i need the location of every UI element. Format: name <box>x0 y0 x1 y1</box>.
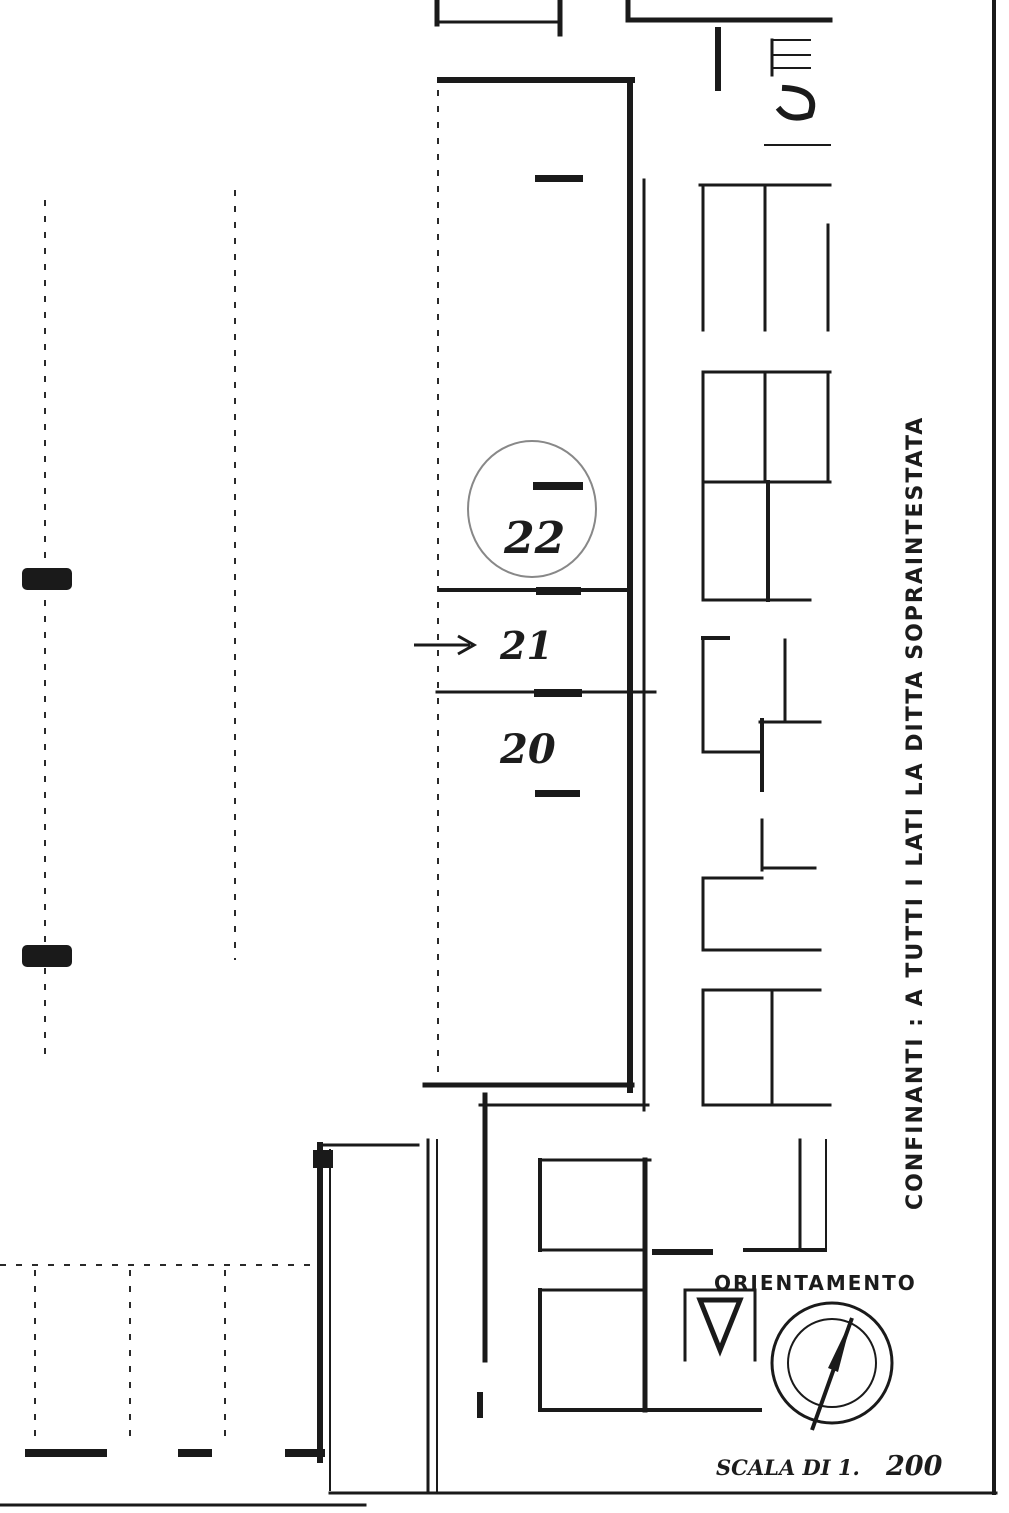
unit-21: 21 <box>414 623 553 668</box>
unit-22-circle <box>467 440 597 578</box>
unit-21-arrowhead-icon <box>457 634 478 656</box>
unit-22: 22 <box>467 440 597 578</box>
left-markers <box>22 190 236 1060</box>
unit-block <box>422 77 657 1112</box>
top-structure <box>434 0 833 146</box>
orientation-label: ORIENTAMENTO <box>714 1271 917 1295</box>
scale-label: SCALA DI 1. 200 <box>716 1451 943 1482</box>
bottom-left-structure <box>0 1138 438 1495</box>
unit-21-label: 21 <box>499 623 553 668</box>
compass-icon <box>770 1301 894 1431</box>
right-rooms <box>698 183 832 1252</box>
unit-22-label: 22 <box>503 513 565 564</box>
unit-20-label: 20 <box>499 726 556 773</box>
bottom-rooms <box>477 1092 762 1418</box>
unit-20: 20 <box>499 726 556 773</box>
scale-value: 200 <box>885 1451 943 1482</box>
scale-prefix: SCALA DI 1. <box>716 1455 860 1480</box>
boundary-note: CONFINANTI : A TUTTI I LATI LA DITTA SOP… <box>903 416 928 1210</box>
